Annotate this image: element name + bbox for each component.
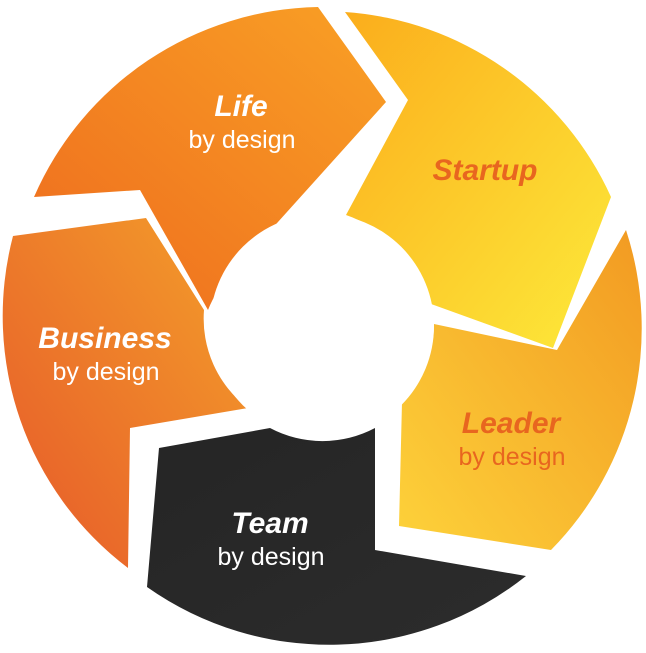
label-business-subtitle: by design — [52, 358, 159, 386]
label-startup-title: Startup — [433, 154, 538, 187]
segment-life — [34, 7, 386, 310]
label-team-subtitle: by design — [217, 543, 324, 571]
label-life-subtitle: by design — [188, 126, 295, 154]
label-leader-title: Leader — [462, 407, 563, 440]
label-life-title: Life — [214, 90, 267, 123]
label-leader-subtitle: by design — [458, 443, 565, 471]
center-hole — [210, 214, 434, 438]
segment-team — [147, 428, 526, 645]
segment-business — [2, 218, 248, 568]
label-business-title: Business — [38, 322, 171, 355]
segment-leader — [399, 230, 642, 550]
label-team-title: Team — [231, 507, 308, 540]
